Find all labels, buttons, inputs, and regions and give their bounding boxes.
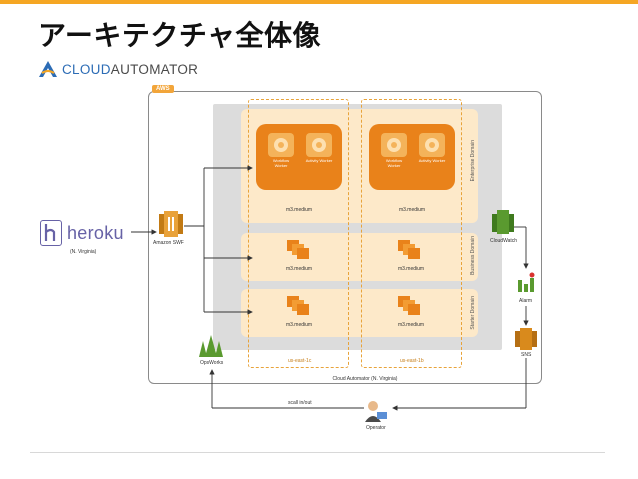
workflow-worker-b: Workflow Worker bbox=[379, 132, 409, 168]
ec2-instances-icon bbox=[287, 240, 309, 259]
availability-zone-b bbox=[361, 99, 462, 368]
enterprise-instance-b-label: m3.medium bbox=[398, 207, 426, 213]
activity-worker-a: Activity Worker bbox=[304, 132, 334, 168]
starter-instance-b-label: m3.medium bbox=[397, 322, 425, 328]
operator-icon bbox=[365, 401, 387, 422]
logo-text-cloud: CLOUD bbox=[62, 61, 111, 77]
enterprise-instance-a: Workflow Worker Activity Worker bbox=[256, 124, 342, 190]
heroku-icon bbox=[40, 220, 62, 246]
business-domain bbox=[241, 233, 478, 281]
enterprise-instance-a-label: m3.medium bbox=[285, 207, 313, 213]
starter-domain bbox=[241, 289, 478, 337]
workflow-worker-a: Workflow Worker bbox=[266, 132, 296, 168]
aws-footer-label: Cloud Automator (N. Virginia) bbox=[300, 376, 430, 382]
gear-icon bbox=[381, 133, 407, 157]
alarm-icon bbox=[518, 272, 535, 292]
heroku-region-label: (N. Virginia) bbox=[70, 249, 97, 255]
availability-zone-a bbox=[248, 99, 349, 368]
opsworks-label: OpsWorks bbox=[200, 360, 224, 366]
amazon-swf-label: Amazon SWF bbox=[153, 240, 184, 246]
starter-instance-a-label: m3.medium bbox=[285, 322, 313, 328]
activity-worker-label: Activity Worker bbox=[418, 158, 446, 163]
ec2-instances-icon bbox=[398, 240, 420, 259]
aws-boundary bbox=[148, 91, 542, 384]
business-instance-a-label: m3.medium bbox=[285, 266, 313, 272]
gear-icon bbox=[268, 133, 294, 157]
business-instance-b-label: m3.medium bbox=[397, 266, 425, 272]
cloudwatch-icon bbox=[492, 210, 514, 234]
accent-bar bbox=[0, 0, 638, 4]
operator-label: Operator bbox=[366, 425, 386, 431]
scale-label: scall in/out bbox=[288, 400, 312, 406]
cloudwatch-label: CloudWatch bbox=[490, 238, 518, 244]
sns-label: SNS bbox=[521, 352, 532, 358]
footer-divider bbox=[30, 452, 605, 453]
gear-icon bbox=[306, 133, 332, 157]
workflow-worker-label: Workflow Worker bbox=[385, 158, 403, 168]
zone-b-label: us-east-1b bbox=[400, 358, 424, 364]
gear-icon bbox=[419, 133, 445, 157]
opsworks-icon bbox=[199, 335, 223, 357]
activity-worker-label: Activity Worker bbox=[305, 158, 333, 163]
cloudautomator-logo: CLOUDAUTOMATOR bbox=[38, 58, 198, 80]
ec2-instances-icon bbox=[398, 296, 420, 315]
sns-icon bbox=[515, 328, 537, 350]
cloudautomator-logo-icon bbox=[39, 61, 57, 77]
enterprise-instance-b: Workflow Worker Activity Worker bbox=[369, 124, 455, 190]
logo-text-automator: AUTOMATOR bbox=[110, 61, 199, 77]
amazon-swf-icon bbox=[159, 211, 183, 237]
alarm-label: Alarm bbox=[519, 298, 533, 304]
aws-tag: AWS bbox=[152, 85, 174, 93]
workflow-worker-label: Workflow Worker bbox=[272, 158, 290, 168]
heroku-wordmark: heroku bbox=[67, 222, 124, 243]
ec2-instances-icon bbox=[287, 296, 309, 315]
heroku-logo: heroku bbox=[40, 219, 130, 247]
logo-wordmark: CLOUDAUTOMATOR bbox=[62, 62, 198, 77]
activity-worker-b: Activity Worker bbox=[417, 132, 447, 168]
zone-a-label: us-east-1c bbox=[288, 358, 312, 364]
slide-title: アーキテクチャ全体像 bbox=[38, 19, 322, 52]
